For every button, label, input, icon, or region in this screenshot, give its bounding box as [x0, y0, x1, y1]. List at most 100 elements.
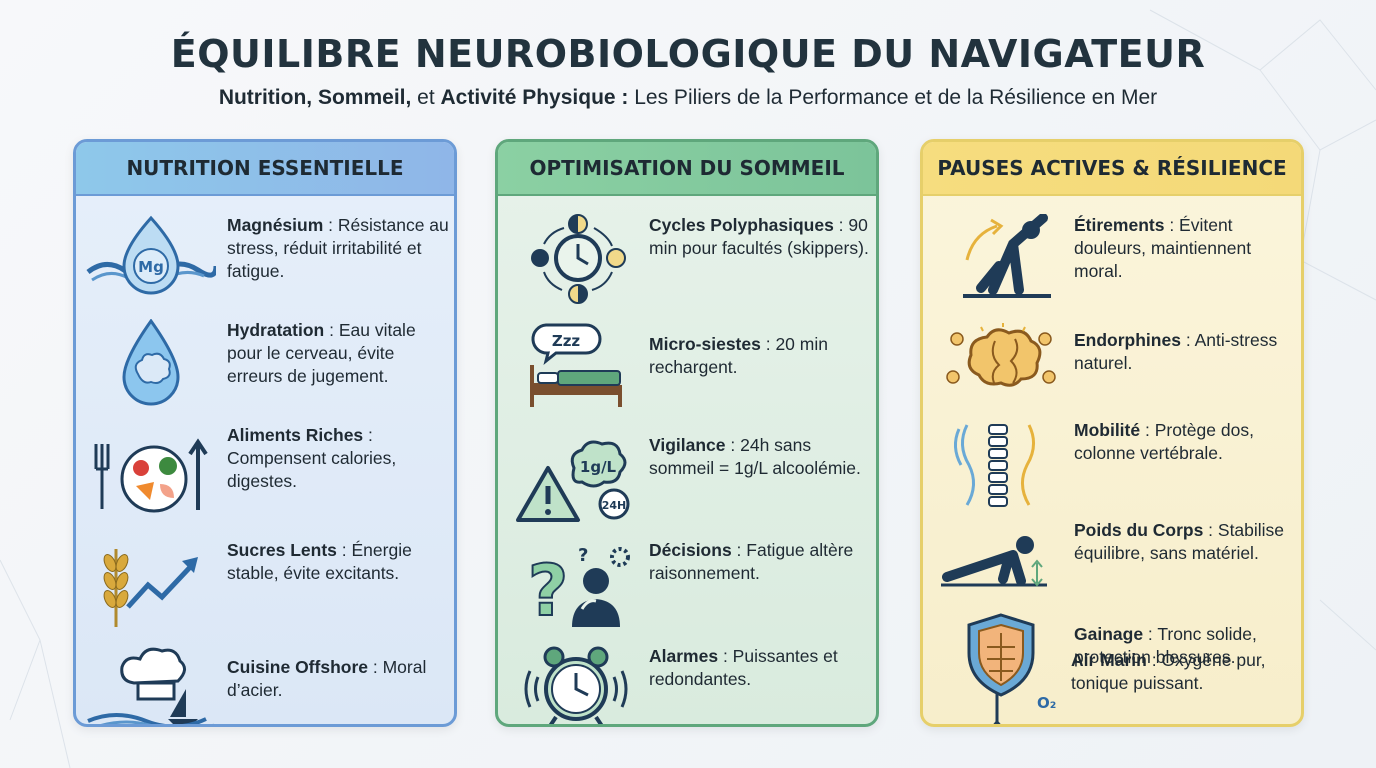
list-item: Mg Magnésium : Résistance au stress, réd…	[76, 214, 454, 304]
item-term: Micro-siestes	[649, 334, 761, 354]
icon-label: Mg	[138, 258, 164, 276]
item-text: Poids du Corps : Stabilise équilibre, sa…	[1074, 519, 1299, 565]
item-text: Sucres Lents : Énergie stable, évite exc…	[227, 539, 452, 585]
item-term: Décisions	[649, 540, 732, 560]
item-term: Poids du Corps	[1074, 520, 1204, 540]
list-item: 1g/L 24H Vigilance : 24h sans sommeil = …	[498, 434, 876, 524]
item-desc: : Tronc solide, protection blessures.	[1074, 624, 1257, 667]
svg-text:?: ?	[578, 545, 588, 566]
item-term: Mobilité	[1074, 420, 1141, 440]
list-item: Zzz Micro-siestes : 20 min rechargent.	[498, 321, 876, 411]
panel-title: PAUSES ACTIVES & RÉSILIENCE	[923, 142, 1301, 196]
list-item: Mobilité : Protège dos, colonne vertébra…	[923, 419, 1301, 509]
icon-label: 1g/L	[580, 458, 617, 476]
page-title: ÉQUILIBRE NEUROBIOLOGIQUE DU NAVIGATEUR	[170, 32, 1206, 76]
item-text: Gainage : Tronc solide, protection bless…	[1074, 623, 1299, 669]
panel-nutrition: NUTRITION ESSENTIELLE Mg Magnésium : Rés…	[73, 139, 457, 727]
list-item: Alarmes : Puissantes et redondantes.	[498, 641, 876, 724]
item-term: Vigilance	[649, 435, 726, 455]
subtitle-part: Nutrition, Sommeil,	[218, 86, 412, 109]
item-term: Cuisine Offshore	[227, 657, 368, 677]
warning-brain-icon: 1g/L 24H	[508, 434, 638, 524]
bed-sleep-icon: Zzz	[508, 321, 638, 411]
chef-hat-boat-icon	[86, 639, 216, 724]
item-term: Aliments Riches	[227, 425, 364, 445]
list-item: Gainage : Tronc solide, protection bless…	[923, 609, 1301, 699]
item-desc: : Résistance au stress, réduit irritabil…	[227, 215, 449, 281]
food-plate-icon	[86, 424, 216, 514]
item-desc: : Stabilise équilibre, sans matériel.	[1074, 520, 1285, 563]
item-text: Hydratation : Eau vitale pour le cerveau…	[227, 319, 452, 388]
item-desc: : Évitent douleurs, maintiennent moral.	[1074, 215, 1252, 281]
header: ÉQUILIBRE NEUROBIOLOGIQUE DU NAVIGATEUR …	[0, 32, 1376, 110]
subtitle-part: Les Piliers de la Performance et de la R…	[628, 86, 1158, 109]
item-term: Alarmes	[649, 646, 719, 666]
item-text: Mobilité : Protège dos, colonne vertébra…	[1074, 419, 1299, 465]
item-term: Hydratation	[227, 320, 325, 340]
clock-cycle-icon	[508, 214, 638, 304]
item-text: Air Marin : Oxygène pur, tonique puissan…	[1071, 649, 1296, 695]
item-desc: : Oxygène pur, tonique puissant.	[1071, 650, 1266, 693]
item-desc: : Fatigue altère raisonnement.	[649, 540, 854, 583]
panel-active-breaks: PAUSES ACTIVES & RÉSILIENCE Étirements :…	[920, 139, 1304, 727]
item-term: Cycles Polyphasiques	[649, 215, 834, 235]
item-text: Alarmes : Puissantes et redondantes.	[649, 645, 874, 691]
list-item: Endorphines : Anti-stress naturel.	[923, 319, 1301, 409]
item-desc: : Énergie stable, évite excitants.	[227, 540, 412, 583]
item-term: Air Marin	[1071, 650, 1147, 670]
list-item: Hydratation : Eau vitale pour le cerveau…	[76, 318, 454, 409]
list-item: Poids du Corps : Stabilise équilibre, sa…	[923, 519, 1301, 609]
wheat-graph-icon	[86, 539, 216, 629]
lungs-air-icon: O₂	[933, 690, 1063, 724]
item-desc: : Compensent calories, digestes.	[227, 425, 397, 491]
subtitle-part: et	[411, 86, 441, 109]
item-text: Étirements : Évitent douleurs, maintienn…	[1074, 214, 1299, 283]
list-item: Étirements : Évitent douleurs, maintienn…	[923, 213, 1301, 304]
list-item: O₂	[923, 690, 1301, 724]
item-desc: : Moral d’acier.	[227, 657, 427, 700]
item-text: Cuisine Offshore : Moral d’acier.	[227, 656, 452, 702]
item-text: Cycles Polyphasiques : 90 min pour facul…	[649, 214, 874, 260]
item-text: Micro-siestes : 20 min rechargent.	[649, 333, 874, 379]
item-text: Décisions : Fatigue altère raisonnement.	[649, 539, 874, 585]
item-text: Aliments Riches : Compensent calories, d…	[227, 424, 452, 493]
icon-label: 24H	[602, 499, 627, 512]
list-item: Cycles Polyphasiques : 90 min pour facul…	[498, 214, 876, 304]
item-desc: : 90 min pour facultés (skippers).	[649, 215, 869, 258]
magnesium-wave-icon: Mg	[86, 214, 219, 304]
alarm-clock-icon	[508, 641, 638, 724]
item-term: Endorphines	[1074, 330, 1181, 350]
question-thinker-icon: ? ?	[508, 539, 638, 633]
panel-title: OPTIMISATION DU SOMMEIL	[498, 142, 876, 196]
icon-label: Zzz	[552, 332, 581, 350]
item-desc: : Anti-stress naturel.	[1074, 330, 1278, 373]
item-desc: : 20 min rechargent.	[649, 334, 828, 377]
stretching-icon	[933, 213, 1063, 304]
item-desc: : Eau vitale pour le cerveau, évite erre…	[227, 320, 416, 386]
item-term: Étirements	[1074, 215, 1165, 235]
subtitle-part: Activité Physique :	[440, 86, 629, 109]
item-desc: : Protège dos, colonne vertébrale.	[1074, 420, 1254, 463]
page-subtitle: Nutrition, Sommeil, et Activité Physique…	[0, 86, 1376, 110]
item-desc: : 24h sans sommeil = 1g/L alcoolémie.	[649, 435, 861, 478]
item-text: Endorphines : Anti-stress naturel.	[1074, 329, 1299, 375]
list-item: Sucres Lents : Énergie stable, évite exc…	[76, 539, 454, 629]
core-shield-icon	[933, 609, 1063, 699]
pushup-icon	[933, 519, 1063, 609]
item-desc: : Puissantes et redondantes.	[649, 646, 838, 689]
svg-text:?: ?	[528, 550, 569, 629]
item-term: Sucres Lents	[227, 540, 337, 560]
brain-smiles-icon	[933, 319, 1063, 409]
panel-title: NUTRITION ESSENTIELLE	[76, 142, 454, 196]
icon-label: O₂	[1037, 694, 1056, 712]
item-term: Gainage	[1074, 624, 1144, 644]
water-drop-brain-icon	[86, 318, 216, 409]
item-text: Magnésium : Résistance au stress, réduit…	[227, 214, 452, 283]
panel-sleep: OPTIMISATION DU SOMMEIL Cycles Polyphasi…	[495, 139, 879, 727]
list-item: ? ? Décisions : Fatigue altère raisonnem…	[498, 539, 876, 633]
list-item: Cuisine Offshore : Moral d’acier.	[76, 639, 454, 724]
spine-icon	[933, 419, 1063, 509]
list-item: Aliments Riches : Compensent calories, d…	[76, 424, 454, 514]
item-text: Vigilance : 24h sans sommeil = 1g/L alco…	[649, 434, 874, 480]
item-term: Magnésium	[227, 215, 324, 235]
